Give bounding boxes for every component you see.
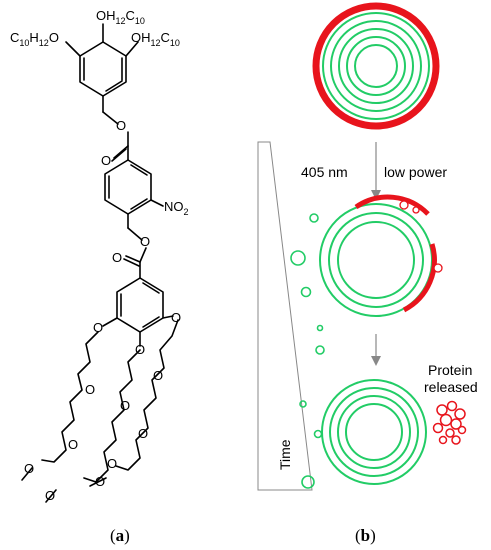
svg-text:O: O <box>68 437 78 452</box>
ester2-carbonyl-oxygen: O <box>112 250 122 265</box>
ethylene-glycol-chain-right: O O O O <box>89 310 181 489</box>
ester1-carbonyl-oxygen: O <box>101 153 111 168</box>
top-oxygen: O <box>96 8 106 23</box>
svg-text:O: O <box>45 488 55 503</box>
svg-text:OH12C10: OH12C10 <box>131 30 180 48</box>
protein-label: Protein <box>428 362 472 378</box>
wavelength-label: 405 nm <box>301 164 348 180</box>
ester2-oxygen: O <box>140 234 150 249</box>
released-vesicles <box>290 213 325 489</box>
first-ester: O O <box>101 118 129 168</box>
svg-text:O: O <box>138 426 148 441</box>
time-wedge: Time <box>257 141 313 491</box>
svg-text:O: O <box>93 320 103 335</box>
nitrobenzyl-ring: NO2 <box>104 159 189 241</box>
released-label: released <box>424 379 478 395</box>
arrow-light-step: 405 nm low power <box>301 142 447 200</box>
svg-text:OH12C10: OH12C10 <box>96 8 145 26</box>
top-substituent-labels: OH12C10 C10H12O OH12C10 <box>10 8 180 48</box>
svg-text:O: O <box>171 310 181 325</box>
second-ester: O O <box>112 234 150 279</box>
bottom-aromatic-ring <box>102 277 174 347</box>
ethylene-glycol-chain-left: O O O O <box>21 320 103 481</box>
ester1-oxygen: O <box>116 118 126 133</box>
svg-text:O: O <box>120 398 130 413</box>
svg-text:O: O <box>85 382 95 397</box>
panel-b-label: (b) <box>355 526 376 545</box>
svg-text:O: O <box>153 368 163 383</box>
vesicle-intact <box>312 2 440 130</box>
nitro-group: NO <box>164 199 184 214</box>
chemical-structure: OH12C10 C10H12O OH12C10 O O NO2 O <box>10 8 189 503</box>
panel-a-label: (a) <box>110 526 130 545</box>
vesicle-partial <box>319 194 443 317</box>
released-protein-cluster: Protein released <box>424 362 478 445</box>
svg-text:O: O <box>24 461 34 476</box>
arrow-time-step <box>371 334 381 366</box>
time-label: Time <box>277 439 293 470</box>
svg-text:C10H12O: C10H12O <box>10 30 59 48</box>
vesicle-uncoated <box>321 379 427 485</box>
ethylene-glycol-chain-middle: O O O O <box>45 342 145 503</box>
svg-text:NO2: NO2 <box>164 199 189 217</box>
svg-text:O: O <box>107 456 117 471</box>
svg-text:O: O <box>135 342 145 357</box>
power-label: low power <box>384 164 447 180</box>
top-aromatic-ring <box>65 23 139 125</box>
